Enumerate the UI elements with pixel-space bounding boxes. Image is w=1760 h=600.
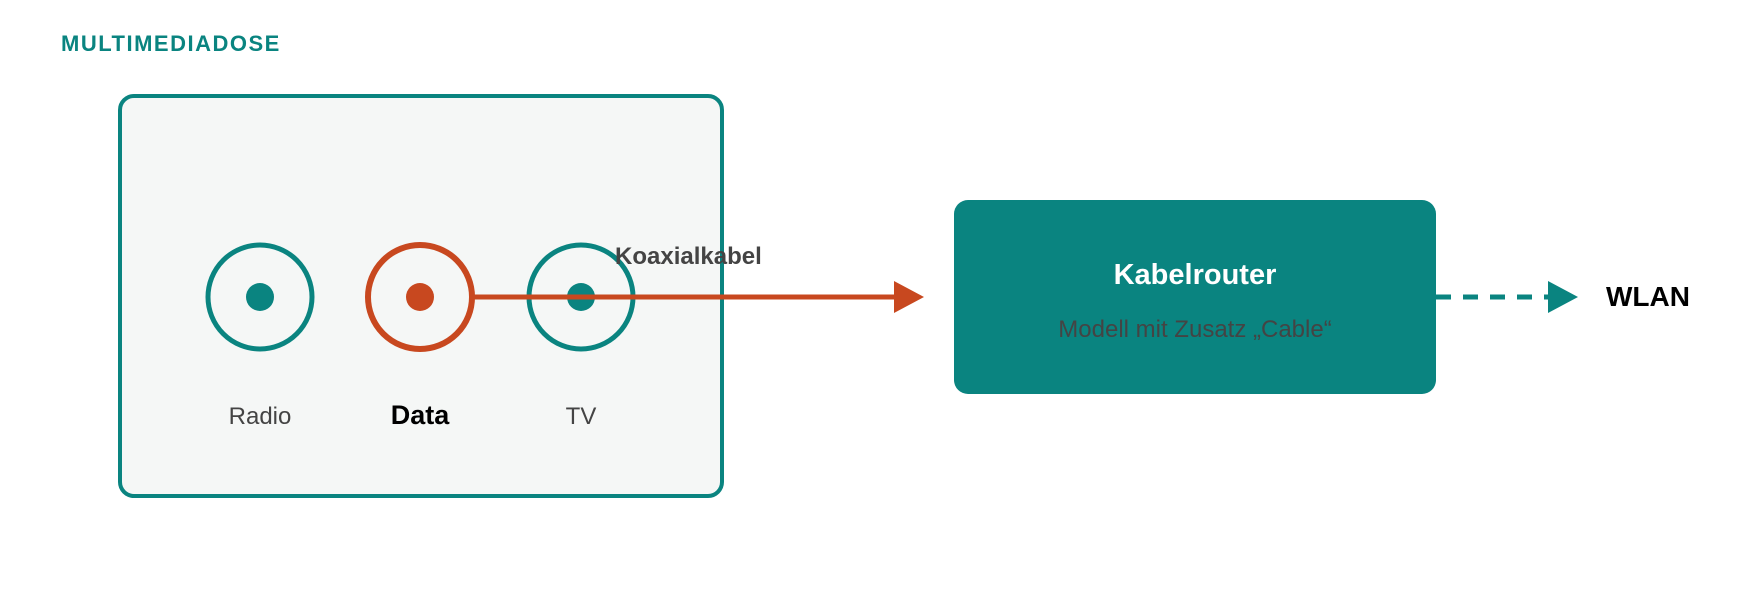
coax-port-icon	[365, 242, 475, 352]
router-title: Kabelrouter	[1114, 259, 1277, 291]
data-port	[365, 242, 475, 352]
router-box	[954, 200, 1436, 394]
coax-cable-arrowhead-icon	[894, 281, 924, 313]
wlan-label: WLAN	[1606, 281, 1690, 312]
coax-port-pin-icon	[246, 283, 274, 311]
section-title: MULTIMEDIADOSE	[61, 31, 281, 56]
port-label-tv: TV	[566, 403, 597, 430]
radio-port	[205, 242, 315, 352]
coax-port-icon	[205, 242, 315, 352]
port-label-radio: Radio	[229, 403, 292, 430]
wlan-arrowhead-icon	[1548, 281, 1578, 313]
router-subtitle: Modell mit Zusatz „Cable“	[1058, 316, 1331, 343]
port-label-data: Data	[391, 400, 451, 430]
cable-label: Koaxialkabel	[615, 243, 762, 270]
coax-port-pin-icon	[406, 283, 434, 311]
